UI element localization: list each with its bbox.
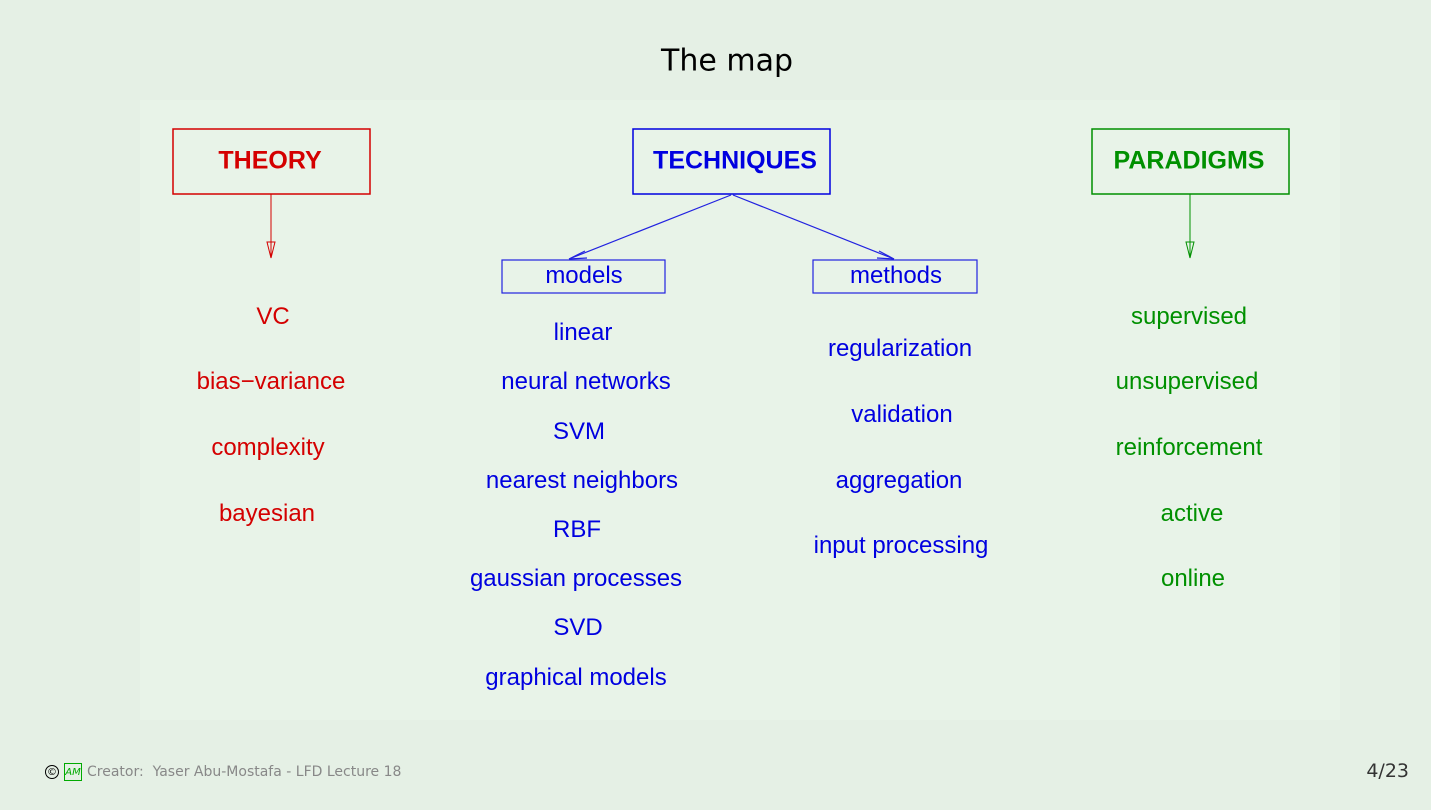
- theory-header: THEORY: [218, 146, 322, 175]
- theory-item: complexity: [211, 434, 325, 461]
- model-item: graphical models: [485, 664, 667, 691]
- model-item: gaussian processes: [469, 565, 683, 592]
- theory-item: bayesian: [218, 500, 316, 527]
- footer: © AM Creator: Yaser Abu-Mostafa - LFD Le…: [45, 763, 401, 781]
- creator-text: Creator: Yaser Abu-Mostafa - LFD Lecture…: [87, 764, 402, 780]
- model-item: RBF: [553, 516, 601, 543]
- method-item: validation: [851, 401, 953, 428]
- techniques-header: TECHNIQUES: [653, 146, 817, 175]
- models-label: models: [545, 262, 623, 289]
- method-item: aggregation: [835, 467, 963, 494]
- logo-icon: AM: [64, 763, 82, 781]
- paradigm-item: reinforcement: [1115, 434, 1263, 461]
- model-item: SVM: [552, 418, 606, 445]
- techniques-box: [632, 128, 831, 195]
- theory-arrow: [266, 194, 276, 259]
- models-arrow: [568, 194, 732, 260]
- methods-arrow: [732, 194, 895, 260]
- page-number: 4/23: [1366, 760, 1409, 782]
- method-item: regularization: [827, 335, 973, 362]
- models-box: [501, 259, 666, 294]
- model-item: nearest neighbors: [485, 467, 679, 494]
- paradigm-item: unsupervised: [1115, 368, 1259, 395]
- methods-box: [812, 259, 978, 294]
- methods-label: methods: [849, 262, 943, 289]
- method-item: input processing: [813, 532, 989, 559]
- paradigm-item: online: [1160, 565, 1226, 592]
- slide-area: [140, 100, 1340, 720]
- paradigms-arrow: [1185, 194, 1195, 259]
- paradigms-header: PARADIGMS: [1113, 146, 1265, 175]
- model-item: linear: [553, 319, 613, 346]
- slide-title: The map: [661, 43, 793, 79]
- theory-item: VC: [256, 303, 290, 330]
- copyright-icon: ©: [45, 765, 59, 779]
- theory-item: bias−variance: [196, 368, 346, 395]
- paradigm-item: supervised: [1130, 303, 1248, 330]
- model-item: SVD: [553, 614, 603, 641]
- model-item: neural networks: [501, 368, 671, 395]
- paradigm-item: active: [1160, 500, 1224, 527]
